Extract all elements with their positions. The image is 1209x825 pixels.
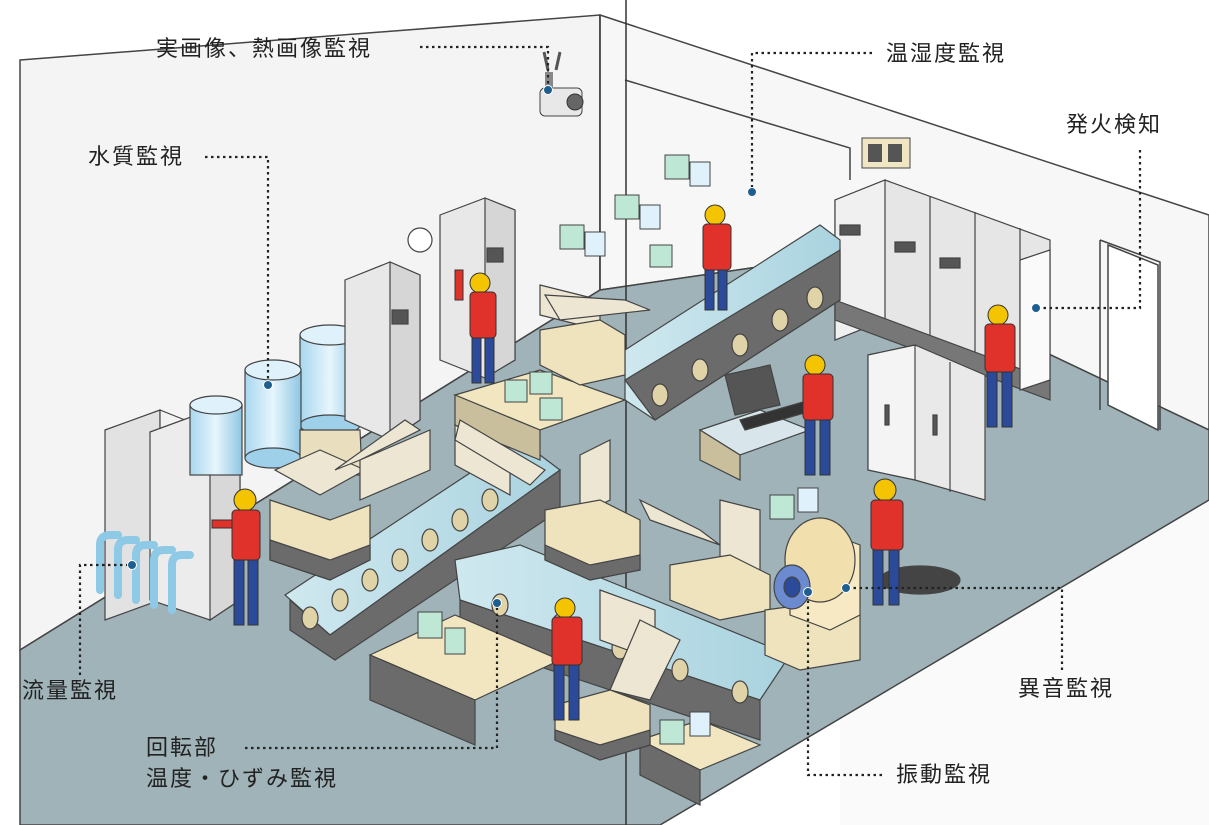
worker (551, 597, 583, 721)
camera-monitoring-label: 実画像、熱画像監視 (156, 37, 373, 62)
vibration-dot (803, 587, 813, 597)
water-quality-label: 水質監視 (88, 145, 185, 170)
lockers (867, 344, 986, 501)
rotation-callout (245, 603, 499, 750)
motor-machine (764, 517, 961, 671)
robot-arms (273, 284, 761, 701)
worker (984, 304, 1016, 428)
doorway (1107, 243, 1159, 432)
callout-dots (127, 85, 1041, 608)
worker (702, 204, 732, 311)
rotation-dot (492, 598, 502, 608)
wall-panel (861, 137, 911, 169)
worker (870, 478, 904, 606)
water-dot (263, 380, 273, 390)
temp-humidity-callout (750, 51, 872, 190)
rotation-label-line1: 回転部 (146, 736, 219, 761)
vibration-monitoring-label: 振動監視 (896, 763, 993, 788)
flow-monitoring-label: 流量監視 (22, 679, 119, 704)
fire-dot (1031, 303, 1041, 313)
camera-callout (420, 45, 550, 88)
wall-edges (599, 15, 1161, 430)
flow-pipes (96, 531, 194, 614)
noise-dot (841, 583, 851, 593)
robot-bases (269, 319, 771, 761)
worker (454, 269, 497, 384)
camera-dot (543, 85, 553, 95)
temp-humidity-label: 温湿度監視 (886, 42, 1007, 67)
worker (211, 488, 261, 626)
fire-detection-label: 発火検知 (1066, 113, 1163, 138)
stock-boxes (417, 154, 819, 745)
fire-callout (1036, 150, 1142, 310)
noise-monitoring-label: 異音監視 (1018, 677, 1115, 702)
flow-callout (78, 563, 130, 675)
flow-dot (127, 560, 137, 570)
callout-lines (78, 45, 1142, 777)
workers (211, 204, 1016, 721)
rotation-label: 回転部 温度・ひずみ監視 (146, 734, 338, 796)
temp-humidity-dot (747, 187, 757, 197)
vibration-callout (806, 592, 882, 777)
rotation-label-line2: 温度・ひずみ監視 (146, 766, 339, 792)
worker (802, 354, 834, 476)
